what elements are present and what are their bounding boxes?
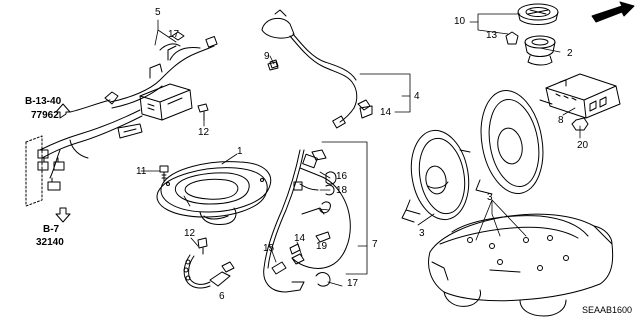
oval-speaker-1 [156,161,272,225]
callout-8: 8 [558,115,564,126]
callout-14-upper: 14 [380,107,392,118]
callout-3-left: 3 [419,228,425,239]
round-speaker-3-right [475,90,553,195]
harness-6 [183,237,235,289]
callout-16: 16 [336,171,348,182]
callout-19: 19 [316,241,328,252]
harness-7 [263,149,351,293]
reference-outline [25,135,43,207]
callout-12-lower: 12 [184,228,196,239]
ref-77962: 77962 [31,110,59,121]
callout-4: 4 [414,91,420,102]
clips-set [289,171,337,287]
callout-7: 7 [372,239,378,250]
nut-20 [571,117,589,131]
callout-17: 17 [168,29,180,40]
front-arrow-icon [591,1,635,23]
tweeter-10 [517,3,559,25]
callout-14-lower: 14 [294,233,306,244]
harness-assembly-5 [37,31,218,191]
callout-15: 15 [263,243,275,254]
tweeter-2 [524,35,556,66]
ref-b-7: B-7 [43,224,60,235]
callout-10: 10 [454,16,466,27]
car-body [428,213,614,317]
callout-17-lower: 17 [347,278,359,289]
bolt-9 [267,61,279,71]
antenna-4 [261,9,371,129]
callout-6: 6 [219,291,225,302]
callout-13: 13 [486,30,498,41]
callout-1: 1 [237,146,243,157]
callout-20: 20 [577,140,589,151]
ref-b-13-40: B-13-40 [25,96,62,107]
amplifier-8 [545,73,621,119]
ref-32140: 32140 [36,237,64,248]
reference-arrow-up [55,103,71,119]
callout-2: 2 [567,48,573,59]
clip-14 [359,105,373,119]
reference-arrow-down [55,207,71,223]
callout-11: 11 [136,166,147,177]
leader-lines [140,13,581,287]
callout-9: 9 [264,51,270,62]
callout-3-right: 3 [487,192,493,203]
callout-12-upper: 12 [198,127,210,138]
callout-5: 5 [155,7,161,18]
clip-13 [505,31,519,45]
diagram-code: SEAAB1600 [582,305,633,315]
screw-12-upper [197,103,209,121]
screw-11 [159,165,169,183]
round-speaker-3-left [401,129,471,223]
callout-18: 18 [336,185,348,196]
